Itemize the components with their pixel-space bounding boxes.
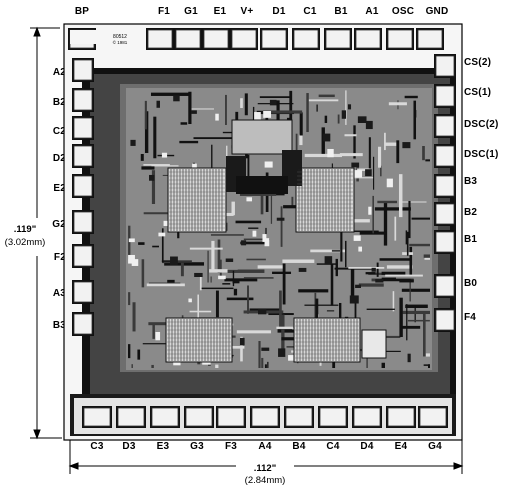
pin-label-top-7: C1 — [303, 6, 317, 17]
width-dimension-mm: (2.84mm) — [244, 475, 286, 486]
pin-label-left-1: A2 — [52, 67, 66, 78]
pin-label-top-8: B1 — [334, 6, 348, 17]
pin-label-left-2: B2 — [52, 97, 66, 108]
pin-label-bottom-8: C4 — [326, 441, 340, 452]
pin-label-bottom-1: C3 — [90, 441, 104, 452]
pin-label-bottom-6: A4 — [258, 441, 272, 452]
bonding-pads — [68, 28, 456, 428]
pin-label-top-2: F1 — [157, 6, 171, 17]
pin-label-left-6: G2 — [52, 219, 66, 230]
pin-label-left-9: B3 — [52, 320, 66, 331]
pin-label-top-6: D1 — [272, 6, 286, 17]
pin-label-top-11: GND — [425, 6, 449, 17]
pin-label-bottom-7: B4 — [292, 441, 306, 452]
pin-label-right-1: CS(2) — [464, 57, 492, 68]
pin-label-bottom-10: E4 — [394, 441, 408, 452]
pin-label-right-5: B3 — [464, 176, 478, 187]
pin-label-top-4: E1 — [213, 6, 227, 17]
memory-array-cells — [167, 169, 359, 361]
pin-label-left-7: F2 — [53, 252, 66, 263]
pin-label-top-5: V+ — [240, 6, 254, 17]
pin-label-right-2: CS(1) — [464, 87, 492, 98]
pin-label-left-3: C2 — [52, 126, 66, 137]
pin-label-bottom-2: D3 — [122, 441, 136, 452]
height-dimension-inches: .119" — [13, 224, 37, 235]
pin-label-top-1: BP — [74, 6, 90, 17]
pin-label-bottom-3: E3 — [156, 441, 170, 452]
pin-label-right-3: DSC(2) — [464, 119, 499, 130]
pin-label-left-5: E2 — [53, 183, 66, 194]
pin-label-bottom-9: D4 — [360, 441, 374, 452]
width-dimension-line — [68, 438, 464, 474]
pin-label-top-10: OSC — [391, 6, 415, 17]
width-dimension-inches: .112" — [253, 463, 277, 474]
die-code: 80512 — [113, 34, 127, 40]
pin-label-bottom-5: F3 — [224, 441, 238, 452]
pin-label-top-9: A1 — [365, 6, 379, 17]
pin-label-bottom-11: G4 — [428, 441, 442, 452]
height-dimension-line — [30, 26, 62, 440]
pin-label-right-8: B0 — [464, 278, 478, 289]
pin-label-bottom-4: G3 — [190, 441, 204, 452]
pin-label-left-4: D2 — [52, 153, 66, 164]
pin-label-right-4: DSC(1) — [464, 149, 499, 160]
die-body — [63, 23, 463, 441]
height-dimension-mm: (3.02mm) — [4, 237, 46, 248]
pin-label-left-8: A3 — [52, 288, 66, 299]
pin-label-right-9: F4 — [464, 312, 477, 323]
pin-label-right-6: B2 — [464, 207, 478, 218]
die-copyright: © 1981 — [113, 39, 128, 45]
pin-label-right-7: B1 — [464, 234, 478, 245]
pin-label-top-3: G1 — [184, 6, 198, 17]
